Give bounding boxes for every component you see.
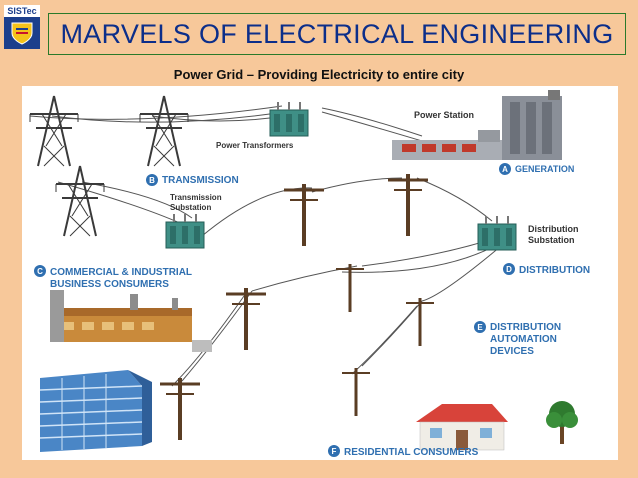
distribution-label: DISTRIBUTION (519, 265, 590, 276)
badge-a (499, 163, 511, 175)
transmission-tower-1 (29, 95, 79, 167)
distribution-pole-5 (340, 366, 372, 418)
automation-label-2: AUTOMATION (490, 334, 557, 345)
utility-pole-1 (282, 182, 326, 248)
tree (546, 401, 578, 444)
distribution-substation (477, 215, 517, 251)
transmission-substation-label-2: Substation (170, 203, 211, 212)
badge-c-letter: C (37, 267, 43, 276)
commercial-label-1: COMMERCIAL & INDUSTRIAL (50, 267, 192, 278)
badge-d (503, 263, 515, 275)
badge-b-letter: B (149, 176, 155, 185)
page-title: MARVELS OF ELECTRICAL ENGINEERING (60, 18, 614, 49)
logo-shield-icon (4, 17, 40, 49)
distribution-substation-label-2: Substation (528, 235, 575, 245)
utility-pole-2 (386, 172, 430, 238)
badge-e (474, 321, 486, 333)
power-station-label: Power Station (414, 110, 474, 120)
badge-a-letter: A (502, 165, 508, 174)
distribution-pole-3 (404, 296, 436, 348)
badge-e-letter: E (477, 323, 483, 332)
commercial-label-2: BUSINESS CONSUMERS (50, 279, 169, 290)
power-grid-diagram: Power Transformers Power Station A GENER… (22, 86, 618, 460)
badge-c (34, 265, 46, 277)
badge-d-letter: D (506, 265, 512, 274)
badge-b (146, 174, 158, 186)
factory (50, 290, 212, 352)
distribution-pole-1 (334, 262, 366, 314)
transmission-tower-2 (139, 95, 189, 167)
distribution-pole-4 (158, 376, 202, 442)
transmission-substation-label-1: Transmission (170, 193, 222, 202)
residential-label: RESIDENTIAL CONSUMERS (344, 447, 479, 458)
transmission-tower-3 (55, 165, 105, 237)
house (416, 404, 508, 451)
badge-f (328, 445, 340, 457)
power-transformers-label: Power Transformers (216, 141, 294, 150)
badge-f-letter: F (332, 447, 337, 456)
sistec-logo: SISTec (4, 5, 40, 49)
logo-text: SISTec (4, 5, 40, 17)
generation-label: GENERATION (515, 164, 574, 174)
automation-label-3: DEVICES (490, 346, 534, 357)
distribution-substation-label-1: Distribution (528, 224, 579, 234)
power-station (392, 90, 562, 160)
transmission-label: TRANSMISSION (162, 175, 239, 186)
title-box: MARVELS OF ELECTRICAL ENGINEERING (48, 13, 626, 55)
distribution-pole-2 (224, 286, 268, 352)
power-grid-svg: Power Transformers Power Station A GENER… (29, 90, 590, 458)
office-building (39, 370, 152, 452)
automation-label-1: DISTRIBUTION (490, 322, 561, 333)
page-subtitle: Power Grid – Providing Electricity to en… (173, 67, 465, 82)
